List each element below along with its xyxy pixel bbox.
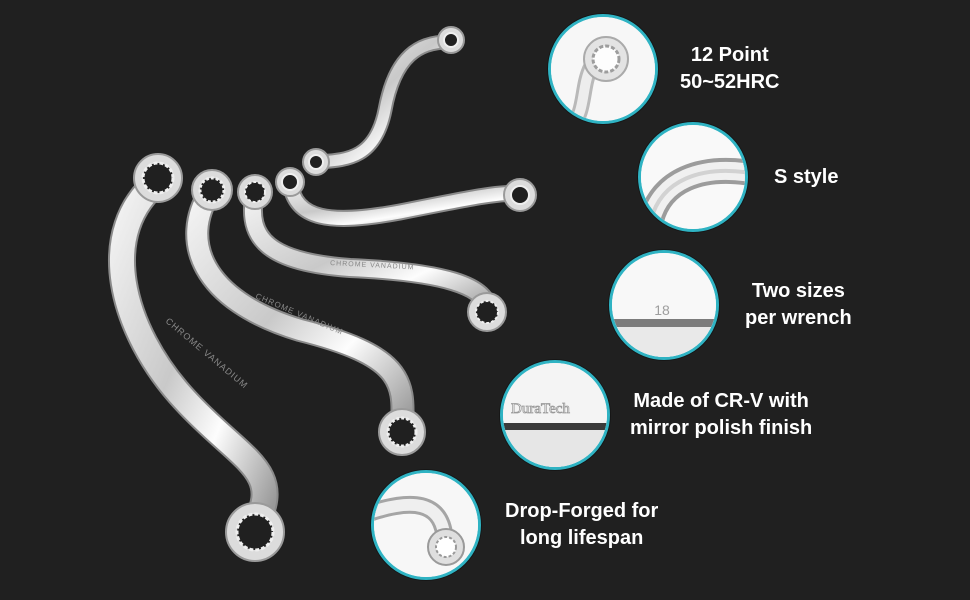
twelve-point-closeup-icon bbox=[548, 14, 658, 124]
wrench-smallest bbox=[302, 26, 465, 176]
feature-line: S style bbox=[774, 165, 839, 188]
size-marking-text: 18 bbox=[654, 302, 670, 318]
brand-logo-closeup-icon: DuraTech bbox=[500, 360, 610, 470]
drop-forged-closeup-icon bbox=[371, 470, 481, 580]
feature-line: Made of CR-V with bbox=[633, 390, 809, 412]
feature-line: mirror polish finish bbox=[630, 417, 813, 439]
feature-label: Two sizes per wrench bbox=[745, 278, 852, 332]
feature-label: Made of CR-V with mirror polish finish bbox=[630, 388, 812, 442]
wrench-second bbox=[185, 169, 426, 456]
feature-12-point: 12 Point 50~52HRC bbox=[548, 14, 780, 124]
feature-label: Drop-Forged for long lifespan bbox=[505, 498, 658, 552]
feature-line: Drop-Forged for bbox=[505, 500, 659, 522]
feature-label: 12 Point 50~52HRC bbox=[680, 42, 780, 96]
wrench-fourth bbox=[275, 167, 537, 227]
brand-logo-text: DuraTech bbox=[511, 401, 570, 417]
wrench-stamp-text: CHROME VANADIUM bbox=[330, 260, 415, 271]
feature-two-sizes: 18 Two sizes per wrench bbox=[609, 250, 852, 360]
feature-s-style: S style bbox=[638, 122, 838, 232]
feature-line: 12 Point bbox=[690, 44, 769, 66]
wrench-largest bbox=[108, 153, 285, 562]
feature-line: long lifespan bbox=[519, 527, 644, 549]
feature-cr-v-material: DuraTech Made of CR-V with mirror polish… bbox=[500, 360, 812, 470]
feature-line: per wrench bbox=[745, 307, 852, 329]
feature-label: S style bbox=[774, 164, 838, 191]
s-wrench-set-image: CHROME VANADIUM CHROME VANADIUM CHROME V… bbox=[108, 26, 537, 562]
size-marking-closeup-icon: 18 bbox=[609, 250, 719, 360]
feature-drop-forged: Drop-Forged for long lifespan bbox=[371, 470, 658, 580]
wrench-third bbox=[237, 174, 507, 332]
feature-line: 50~52HRC bbox=[680, 71, 780, 93]
s-curve-closeup-icon bbox=[638, 122, 748, 232]
feature-line: Two sizes bbox=[751, 280, 845, 302]
